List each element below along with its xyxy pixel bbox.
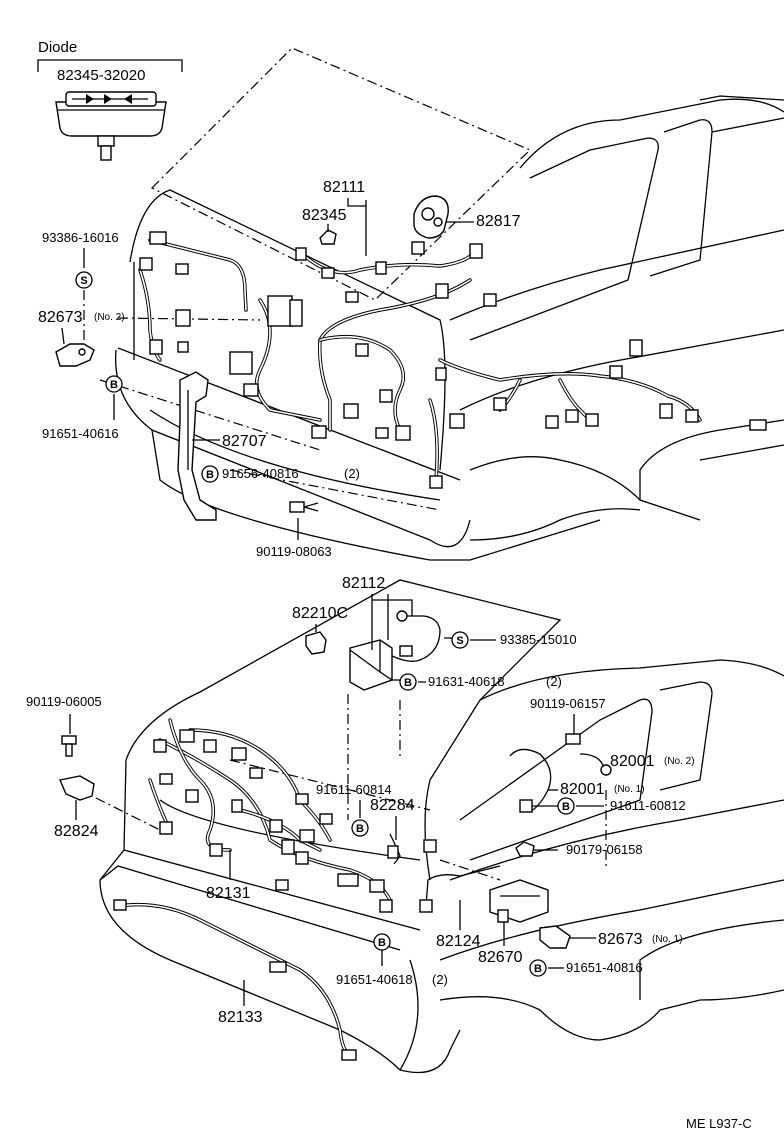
bolt-badge-lower-a: B: [399, 673, 417, 691]
upper-hood-outline: [150, 47, 532, 301]
label-82670: 82670: [478, 949, 523, 966]
note-82001-no1: (No. 1): [614, 784, 645, 795]
screw-badge-lower: S: [451, 631, 469, 649]
label-82124: 82124: [436, 933, 481, 950]
diode-component: [55, 91, 167, 161]
qty-91651-40618: (2): [432, 972, 448, 987]
label-90119-06157: 90119-06157: [530, 696, 606, 711]
bolt-90119-08063: [289, 501, 319, 513]
label-91651-40816: 91651-40816: [566, 960, 643, 975]
label-91631-40618: 91631-40618: [428, 674, 505, 689]
label-82210c: 82210C: [292, 605, 348, 622]
label-82133: 82133: [218, 1009, 263, 1026]
clip-82210c: [305, 631, 327, 655]
label-91611-60814: 91611-60814: [316, 782, 392, 797]
label-82345: 82345: [302, 207, 347, 224]
qty-91656: (2): [344, 466, 360, 481]
part-82284: [387, 833, 401, 865]
bumper-harness-82133: [113, 899, 357, 1061]
label-82111: 82111: [323, 179, 365, 196]
diode-bracket: [37, 59, 183, 72]
label-90119-06005: 90119-06005: [26, 694, 102, 709]
svg-text:B: B: [356, 823, 364, 835]
bolt-90119-06005: [61, 735, 77, 757]
bracket-82673-no2: [55, 343, 95, 367]
diagram-code: ME L937-C: [686, 1116, 752, 1131]
nut-90179: [515, 841, 535, 857]
part-82817: [413, 195, 449, 239]
svg-text:B: B: [110, 379, 118, 391]
label-91611-60812: 91611-60812: [610, 798, 686, 813]
qty-91631: (2): [546, 674, 562, 689]
ground-wire-82001: [509, 733, 612, 813]
diode-title: Diode: [38, 39, 77, 56]
note-82673-upper: (No. 2): [94, 312, 125, 323]
diode-part-number: 82345-32020: [57, 67, 145, 84]
bracket-82707: [177, 371, 217, 521]
label-90119-08063: 90119-08063: [256, 544, 332, 559]
label-82824: 82824: [54, 823, 99, 840]
label-82001-no2: 82001: [610, 753, 655, 770]
note-82001-no2: (No. 2): [664, 756, 695, 767]
bolt-badge-lower-e: B: [529, 959, 547, 977]
diode-inset: Diode 82345-32020: [37, 39, 183, 161]
lower-labels: 82112 82210C S 93385-15010 B 91631-40618…: [26, 575, 695, 1026]
label-91651-40616: 91651-40616: [42, 426, 119, 441]
label-91651-40618: 91651-40618: [336, 972, 413, 987]
label-91656-40816: 91656-40816: [222, 466, 299, 481]
label-82131: 82131: [206, 885, 251, 902]
screw-badge-upper: S: [75, 271, 93, 289]
label-82112: 82112: [342, 575, 385, 592]
label-82707: 82707: [222, 433, 267, 450]
upper-wiring-harness: [138, 231, 767, 489]
label-82817: 82817: [476, 213, 521, 230]
bolt-badge-upper-mid: B: [201, 465, 219, 483]
svg-text:B: B: [534, 963, 542, 975]
svg-text:B: B: [404, 677, 412, 689]
label-82673-lower: 82673: [598, 931, 643, 948]
label-82001-no1: 82001: [560, 781, 605, 798]
label-82284: 82284: [370, 797, 415, 814]
label-82673-upper: 82673: [38, 309, 83, 326]
lower-vehicle-body: [59, 579, 784, 1074]
upper-labels: 82111 82345 82817 93386-16016 S 82673 (N…: [38, 179, 521, 559]
svg-text:S: S: [80, 275, 87, 287]
bolt-badge-lower-b: B: [351, 819, 369, 837]
bolt-badge-lower-d: B: [373, 933, 391, 951]
relay-82670: [489, 879, 549, 923]
svg-text:B: B: [206, 469, 214, 481]
wire-82124: [419, 865, 501, 913]
note-82673-lower: (No. 1): [652, 934, 683, 945]
svg-text:B: B: [562, 801, 570, 813]
bolt-badge-lower-c: B: [557, 797, 575, 815]
bolt-badge-upper-left: B: [105, 375, 123, 393]
lower-wiring-harness: [148, 718, 437, 913]
label-93386-16016: 93386-16016: [42, 230, 119, 245]
bracket-82673-no1: [539, 925, 571, 949]
svg-text:B: B: [378, 937, 386, 949]
relay-82345: [319, 229, 337, 245]
label-93385-15010: 93385-15010: [500, 632, 577, 647]
module-82112: [349, 610, 441, 691]
svg-text:S: S: [456, 635, 463, 647]
label-90179-06158: 90179-06158: [566, 842, 643, 857]
upper-vehicle-body: [99, 47, 784, 561]
clip-82824: [59, 775, 95, 801]
